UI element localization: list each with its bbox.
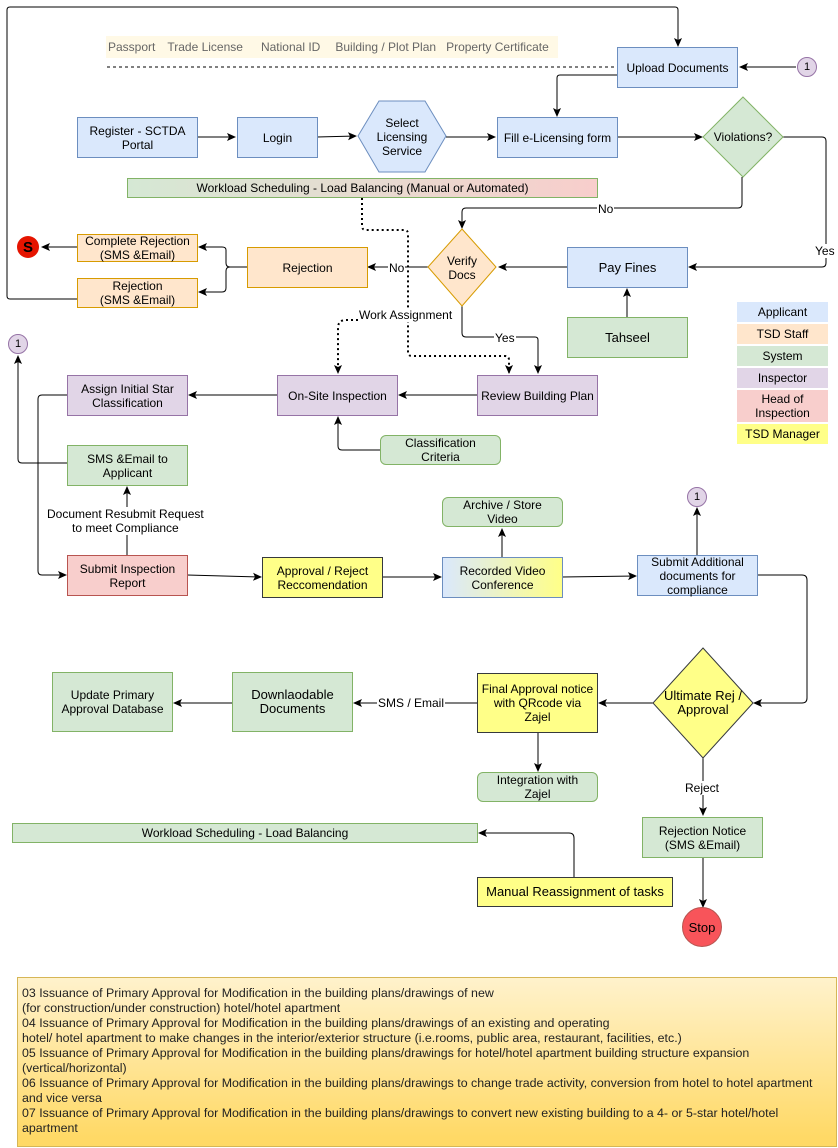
ultimate-decision-label: Ultimate Rej / Approval [663,688,743,717]
note-line-6: 06 Issuance of Primary Approval for Modi… [22,1076,813,1105]
workload-scheduling-top: Workload Scheduling - Load Balancing (Ma… [127,178,598,198]
note-line-7: 07 Issuance of Primary Approval for Modi… [22,1106,779,1135]
note-line-3: 04 Issuance of Primary Approval for Modi… [22,1016,610,1030]
classification-criteria-node[interactable]: Classification Criteria [380,435,501,465]
note-line-2: (for construction/under construction) ho… [22,1001,341,1015]
sms-email-applicant-node[interactable]: SMS &Email to Applicant [67,445,188,486]
required-documents-bar: Passport Trade License National ID Build… [106,36,558,58]
submit-inspection-report-node[interactable]: Submit Inspection Report [67,555,188,596]
edge-label-reject: Reject [684,781,721,795]
workload-scheduling-bottom: Workload Scheduling - Load Balancing [12,823,478,843]
rejection-notice-node[interactable]: Rejection Notice (SMS &Email) [642,817,763,858]
legend-applicant: Applicant [737,302,828,322]
assign-star-node[interactable]: Assign Initial Star Classification [67,375,188,416]
recorded-video-conference-node[interactable]: Recorded Video Conference [442,557,563,598]
approval-recommendation-node[interactable]: Approval / Reject Reccomendation [262,557,383,598]
start-marker-label: S [22,238,33,256]
stop-node[interactable]: Stop [682,907,722,947]
login-node[interactable]: Login [237,117,318,158]
onsite-inspection-node[interactable]: On-Site Inspection [277,375,398,416]
submit-additional-docs-node[interactable]: Submit Additional documents for complian… [637,555,758,597]
service-notes-box: 03 Issuance of Primary Approval for Modi… [17,977,837,1147]
verify-docs-label: Verify Docs [446,253,477,282]
upload-documents-node[interactable]: Upload Documents [617,47,738,88]
stop-label: Stop [688,919,716,935]
note-line-4: hotel/ hotel apartment to make changes i… [22,1031,682,1045]
rejection-sms-node[interactable]: Rejection (SMS &Email) [77,278,198,308]
tahseel-node[interactable]: Tahseel [567,317,688,358]
connector-ref-badge-right[interactable]: 1 [687,487,707,507]
legend-head-of-inspection: Head of Inspection [737,390,828,422]
legend-inspector: Inspector [737,368,828,388]
legend: Applicant TSD Staff System Inspector Hea… [737,302,828,444]
legend-system: System [737,346,828,366]
verify-docs-diamond[interactable] [427,228,497,307]
select-service-label: Select Licensing Service [376,115,428,158]
manual-reassignment-node[interactable]: Manual Reassignment of tasks [477,877,673,907]
downloadable-documents-node[interactable]: Downlaodable Documents [232,672,353,732]
edge-label-sms-email: SMS / Email [377,696,446,710]
note-line-5: 05 Issuance of Primary Approval for Modi… [22,1046,750,1075]
doc-property-certificate: Property Certificate [446,40,549,54]
edge-label-yes-violation: Yes [814,244,836,258]
register-portal-node[interactable]: Register - SCTDA Portal [77,117,198,158]
final-approval-notice-node[interactable]: Final Approval notice with QRcode via Za… [477,673,598,733]
select-service-hexagon[interactable] [357,100,447,173]
connector-ref-badge-top[interactable]: 1 [797,57,817,77]
doc-trade-license: Trade License [167,40,243,54]
rejection-node[interactable]: Rejection [247,247,368,288]
edge-label-no-verify: No [388,261,406,275]
violations-diamond[interactable] [702,96,784,178]
archive-video-node[interactable]: Archive / Store Video [442,497,563,527]
edge-label-no-violation: No [597,202,615,216]
legend-tsd-staff: TSD Staff [737,324,828,344]
update-database-node[interactable]: Update Primary Approval Database [52,672,173,732]
edge-label-work-assignment: Work Assignment [358,308,454,322]
review-building-plan-node[interactable]: Review Building Plan [477,375,598,416]
pay-fines-node[interactable]: Pay Fines [567,247,688,288]
legend-tsd-manager: TSD Manager [737,424,828,444]
connector-ref-badge-left[interactable]: 1 [8,334,28,354]
violations-label: Violations? [713,130,773,144]
start-marker-icon: S [17,236,39,258]
integration-zajel-node[interactable]: Integration with Zajel [477,772,598,802]
doc-building-plot-plan: Building / Plot Plan [335,40,437,54]
fill-form-node[interactable]: Fill e-Licensing form [497,117,618,158]
note-line-1: 03 Issuance of Primary Approval for Modi… [22,986,494,1000]
edge-label-resubmit-request: Document Resubmit Request to meet Compli… [46,507,205,535]
ultimate-decision-diamond[interactable] [652,647,754,759]
edge-label-yes-verify: Yes [494,331,516,345]
complete-rejection-node[interactable]: Complete Rejection (SMS &Email) [77,234,198,262]
doc-passport: Passport [108,40,156,54]
doc-national-id: National ID [260,40,321,54]
